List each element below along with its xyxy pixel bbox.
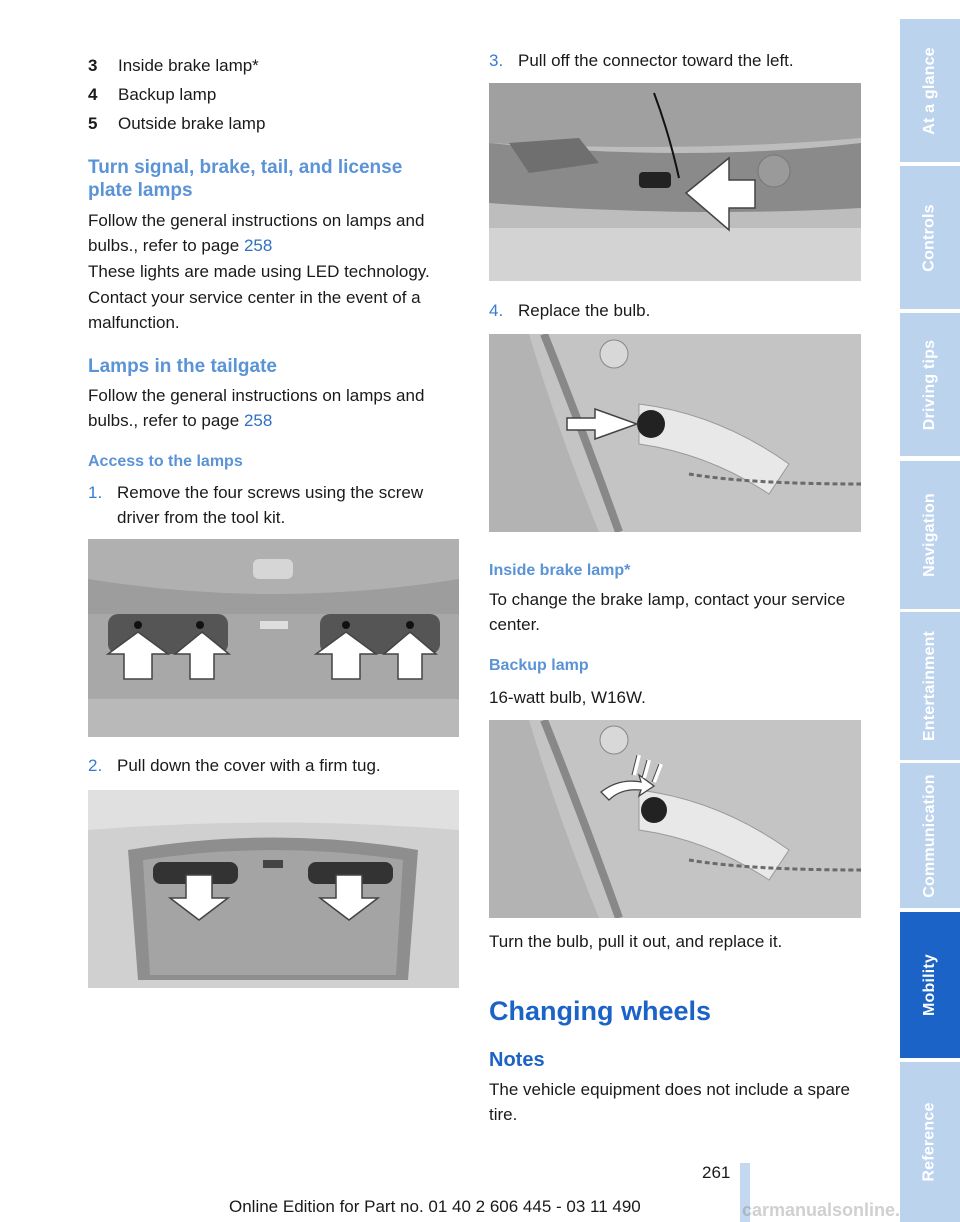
list-text: Outside brake lamp	[118, 114, 266, 133]
watermark: carmanualsonline.info	[742, 1200, 934, 1220]
paragraph-text: Follow the general instructions on lamps…	[88, 386, 425, 430]
list-item: 4 Backup lamp	[88, 82, 448, 107]
paragraph: To change the brake lamp, contact your s…	[489, 590, 846, 634]
section-heading: Notes	[489, 1049, 545, 1071]
section-heading: Turn signal, brake, tail, and license pl…	[88, 157, 403, 201]
tab-label: Controls	[921, 203, 938, 272]
tab-driving-tips[interactable]: Driving tips	[900, 313, 960, 456]
paragraph: Turn the bulb, pull it out, and replace …	[489, 932, 783, 951]
tab-label: At a glance	[921, 46, 938, 135]
step-text: Pull down the cover with a firm tug.	[117, 756, 381, 775]
footer-marker	[740, 1163, 750, 1222]
page-number: 261	[702, 1163, 731, 1182]
step-number: 1.	[88, 483, 103, 502]
tab-entertainment[interactable]: Entertainment	[900, 612, 960, 760]
page-link[interactable]: 258	[243, 236, 273, 255]
tab-mobility[interactable]: Mobility	[900, 912, 960, 1058]
tab-label: Reference	[921, 1102, 938, 1182]
list-number: 5	[88, 114, 98, 133]
step-item: 3. Pull off the connector toward the lef…	[489, 48, 861, 73]
paragraph: Contact your service center in the event…	[88, 288, 421, 332]
list-number: 3	[88, 56, 98, 75]
tab-navigation[interactable]: Navigation	[900, 461, 960, 609]
paragraph: Follow the general instructions on lamps…	[88, 208, 453, 258]
list-text: Backup lamp	[118, 85, 217, 104]
step-item: 4. Replace the bulb.	[489, 298, 861, 323]
turn-bulb-image	[489, 720, 861, 918]
step-item: 2. Pull down the cover with a firm tug.	[88, 753, 458, 778]
list-number: 4	[88, 85, 98, 104]
section-heading: Lamps in the tailgate	[88, 356, 277, 377]
subsection-heading: Access to the lamps	[88, 453, 243, 470]
tab-controls[interactable]: Controls	[900, 166, 960, 309]
list-text: Inside brake lamp*	[118, 56, 259, 75]
tab-reference[interactable]: Reference	[900, 1062, 960, 1222]
step-text: Pull off the connector toward the left.	[518, 51, 794, 70]
paragraph: The vehicle equipment does not include a…	[489, 1080, 851, 1124]
connector-image	[489, 83, 861, 281]
step-number: 3.	[489, 51, 504, 70]
tailgate-screws-image	[88, 539, 459, 737]
paragraph: These lights are made using LED technolo…	[88, 262, 430, 281]
paragraph-text: Follow the general instructions on lamps…	[88, 211, 425, 255]
list-item: 3 Inside brake lamp*	[88, 53, 448, 78]
list-item: 5 Outside brake lamp	[88, 111, 448, 136]
tab-label: Mobility	[921, 953, 939, 1017]
tab-label: Navigation	[921, 493, 939, 577]
tab-label: Driving tips	[921, 339, 939, 430]
paragraph: 16-watt bulb, W16W.	[489, 688, 646, 707]
page-link[interactable]: 258	[243, 411, 273, 430]
online-edition-text: Online Edition for Part no. 01 40 2 606 …	[229, 1197, 641, 1216]
tab-label: Entertainment	[921, 630, 939, 742]
tab-communication[interactable]: Communication	[900, 763, 960, 908]
tab-at-a-glance[interactable]: At a glance	[900, 19, 960, 162]
paragraph: Follow the general instructions on lamps…	[88, 383, 453, 433]
replace-bulb-image	[489, 334, 861, 532]
step-number: 2.	[88, 756, 103, 775]
step-number: 4.	[489, 301, 504, 320]
step-item: 1. Remove the four screws using the scre…	[88, 480, 458, 530]
section-title: Changing wheels	[489, 996, 712, 1026]
step-text: Remove the four screws using the screw d…	[117, 483, 424, 527]
pull-cover-image	[88, 790, 459, 988]
step-text: Replace the bulb.	[518, 301, 651, 320]
subsection-heading: Inside brake lamp*	[489, 562, 631, 579]
tab-label: Communication	[921, 773, 938, 898]
subsection-heading: Backup lamp	[489, 657, 589, 674]
